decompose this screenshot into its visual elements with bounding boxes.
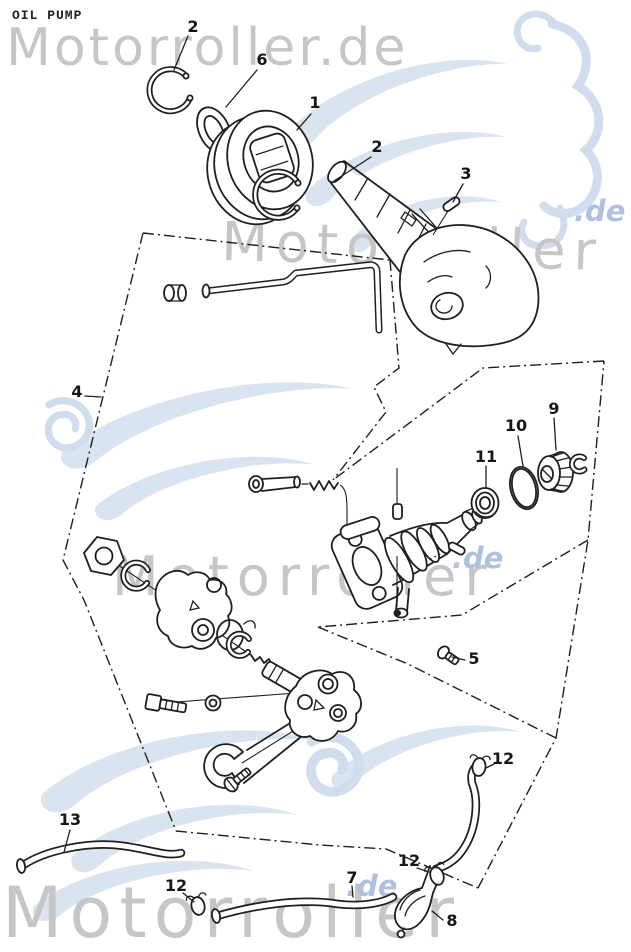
control-lever-assembly <box>144 669 362 793</box>
flat-washer <box>204 694 222 712</box>
adjuster-bolt-spring <box>248 475 348 556</box>
callout-2-top: 2 <box>187 17 198 36</box>
part-circlip-shaft <box>252 168 302 221</box>
callout-leader-lines <box>63 35 557 921</box>
callout-3: 3 <box>460 164 471 183</box>
callout-10: 10 <box>505 416 527 435</box>
mount-hardware <box>83 536 308 697</box>
callout-8: 8 <box>446 911 457 930</box>
hose-clamp <box>184 891 211 918</box>
fork-end <box>203 743 244 789</box>
oil-hose-13 <box>15 840 186 874</box>
oil-pump-body <box>330 468 483 619</box>
logo-bird-top-right <box>278 10 604 254</box>
part-o-ring <box>509 465 539 511</box>
part-circlip-top <box>146 66 194 115</box>
part-bearing <box>470 487 500 519</box>
callout-5: 5 <box>468 649 479 668</box>
part-screw <box>437 645 460 666</box>
callout-12-left: 12 <box>165 876 187 895</box>
callout-4: 4 <box>71 382 82 401</box>
callout-7: 7 <box>346 868 357 887</box>
callout-9: 9 <box>548 399 559 418</box>
part-pump-gear <box>537 451 588 493</box>
callout-13: 13 <box>59 810 81 829</box>
part-drive-pulley <box>206 109 314 226</box>
spring-small <box>250 654 273 666</box>
oil-strainer <box>394 865 443 939</box>
callout-1: 1 <box>309 93 320 112</box>
callout-11: 11 <box>475 447 497 466</box>
oil-hose-7 <box>210 892 398 924</box>
bolt <box>144 693 188 714</box>
oil-hose-vertical <box>431 761 481 874</box>
screw-lever <box>223 767 252 793</box>
page-title: OIL PUMP <box>12 8 83 23</box>
callout-12-upper: 12 <box>492 749 514 768</box>
callout-12-middle: 12 <box>398 851 420 870</box>
hex-nut <box>83 536 125 576</box>
callout-2-shaft: 2 <box>371 137 382 156</box>
oil-pipe <box>163 261 383 334</box>
callout-6: 6 <box>256 50 267 69</box>
part-pin <box>432 196 461 236</box>
lever-body <box>284 669 362 742</box>
spring <box>309 480 339 491</box>
assembly-boundary-lines <box>62 232 605 889</box>
crankshaft <box>327 160 540 356</box>
